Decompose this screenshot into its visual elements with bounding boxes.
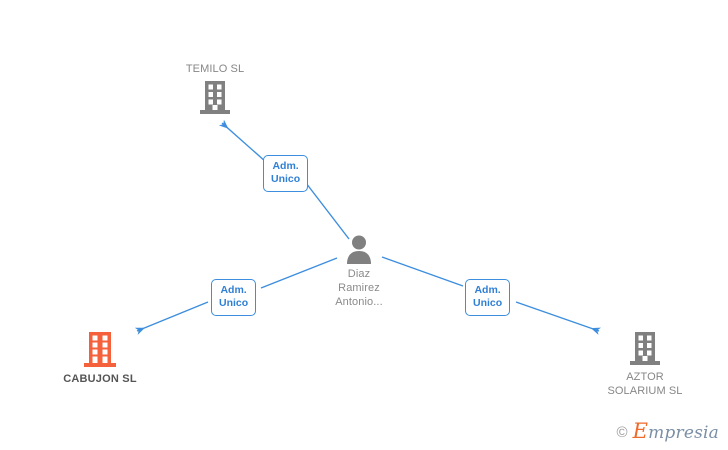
edge-label-aztor[interactable]: Adm. Unico xyxy=(465,279,511,316)
edge-person-to-aztor xyxy=(381,256,602,335)
node-person-diaz-ramirez-antonio[interactable]: Diaz Ramirez Antonio... xyxy=(315,234,403,309)
node-label: AZTOR SOLARIUM SL xyxy=(607,371,683,397)
person-icon xyxy=(347,235,371,264)
node-label: CABUJON SL xyxy=(63,373,137,385)
node-label: Diaz Ramirez Antonio... xyxy=(335,268,383,308)
edge-person-to-temilo xyxy=(218,119,350,240)
edge-line xyxy=(381,256,464,287)
edge-line-arrow xyxy=(218,119,267,163)
brand-wordmark: Empresia xyxy=(632,419,719,443)
node-label: TEMILO SL xyxy=(185,63,245,75)
watermark-empresia: © Empresia xyxy=(616,419,719,443)
edge-person-to-cabujon xyxy=(134,257,338,335)
brand-initial: E xyxy=(632,419,649,443)
node-company-temilo[interactable]: TEMILO SL xyxy=(165,62,265,116)
edge-line xyxy=(305,182,350,240)
edge-line xyxy=(260,257,338,289)
edge-label-temilo[interactable]: Adm. Unico xyxy=(263,155,309,192)
node-company-cabujon[interactable]: CABUJON SL xyxy=(50,331,150,386)
building-icon xyxy=(84,332,116,367)
copyright-icon: © xyxy=(616,423,628,441)
building-icon xyxy=(200,81,230,114)
edge-line-arrow xyxy=(515,301,602,335)
node-company-aztor-solarium[interactable]: AZTOR SOLARIUM SL xyxy=(595,331,695,398)
edge-label-cabujon[interactable]: Adm. Unico xyxy=(211,279,257,316)
brand-rest: mpresia xyxy=(648,423,719,443)
building-icon xyxy=(630,332,660,365)
edge-line-arrow xyxy=(134,301,209,335)
